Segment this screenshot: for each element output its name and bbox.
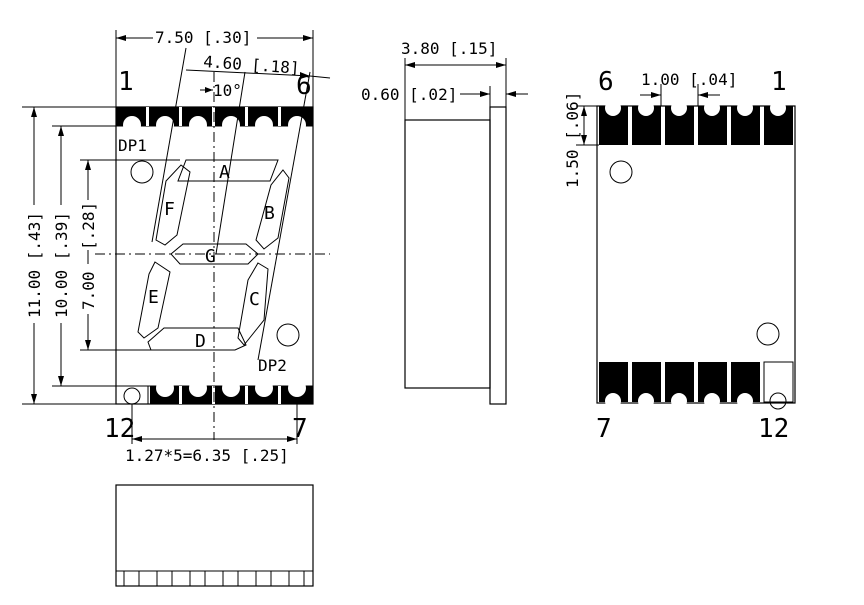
dp1-dot xyxy=(130,160,154,184)
segment-d-label: D xyxy=(195,331,206,352)
pad-width-dimension: 1.00 [.04] xyxy=(641,70,737,89)
front-pin-6: 6 xyxy=(296,71,312,101)
back-top-pads xyxy=(599,100,793,145)
segment-b xyxy=(255,169,290,250)
side-body-outline xyxy=(404,119,491,389)
digit-width-dimension: 4.60 [.18] xyxy=(203,52,300,78)
segment-e xyxy=(137,261,171,339)
digit-height-dimension-inch: [.28] xyxy=(79,202,98,250)
pad-height-dimension: 1.50 [.06] xyxy=(563,92,582,188)
segment-f-label: F xyxy=(164,199,175,220)
segment-d xyxy=(147,327,247,351)
back-dp1-dot xyxy=(609,160,633,184)
bottom-view xyxy=(115,484,314,587)
segment-g-label: G xyxy=(205,246,216,267)
segment-a xyxy=(177,159,279,182)
total-height-dimension: 11.00 [.43] xyxy=(25,212,44,318)
front-pin-7: 7 xyxy=(292,414,308,444)
front-top-pads xyxy=(116,107,313,134)
dp2-label: DP2 xyxy=(258,356,287,375)
front-view: A B C D E F G DP1 DP2 1 6 12 7 7.50 [.30… xyxy=(20,28,331,465)
back-dp2-dot xyxy=(756,322,780,346)
back-pin-1: 1 xyxy=(771,67,787,97)
pitch-dimension: 1.27*5=6.35 [.25] xyxy=(125,446,289,465)
front-bottom-pads xyxy=(115,379,313,405)
segment-e-label: E xyxy=(148,287,159,308)
segment-f xyxy=(155,164,191,246)
segment-c xyxy=(237,262,269,346)
front-pin-12: 12 xyxy=(104,414,135,444)
dp2-dot xyxy=(276,323,300,347)
segment-c-label: C xyxy=(249,289,260,310)
back-body-outline xyxy=(596,105,796,404)
side-lead-outline xyxy=(489,106,507,405)
front-pin-1: 1 xyxy=(118,67,134,97)
back-pin-7: 7 xyxy=(596,414,612,444)
width-dimension: 7.50 [.30] xyxy=(155,28,251,47)
back-bottom-pads xyxy=(599,361,794,410)
back-view: 6 1 7 12 1.00 [.04] 1.50 [.06] xyxy=(563,67,796,444)
back-pin-12: 12 xyxy=(758,414,789,444)
lead-thickness-dimension: 0.60 [.02] xyxy=(361,85,457,104)
side-view: 3.80 [.15] 0.60 [.02] xyxy=(361,39,528,405)
dp1-label: DP1 xyxy=(118,136,147,155)
bottom-body-outline xyxy=(115,484,314,587)
segment-b-label: B xyxy=(264,203,275,224)
segment-a-label: A xyxy=(219,162,230,183)
slant-angle-dimension: 10° xyxy=(213,81,242,100)
depth-dimension: 3.80 [.15] xyxy=(401,39,497,58)
body-height-dimension: 10.00 [.39] xyxy=(52,212,71,318)
digit-height-dimension-mm: 7.00 xyxy=(79,271,98,310)
back-pin-6: 6 xyxy=(598,67,614,97)
